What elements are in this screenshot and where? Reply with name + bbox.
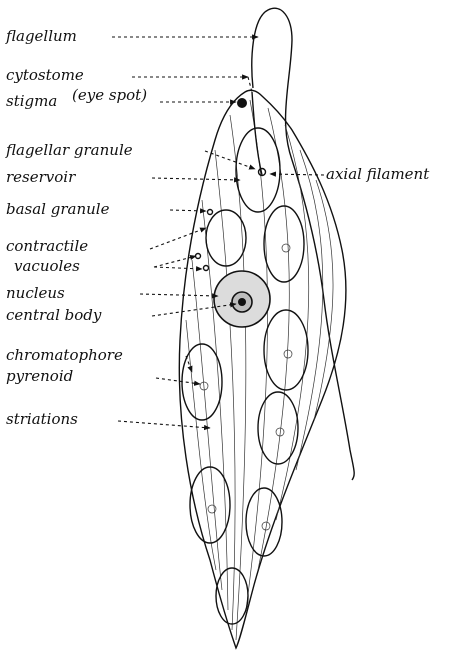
- central-body-core: [238, 298, 246, 306]
- label-vacuoles: vacuoles: [14, 257, 80, 275]
- label-central-body: central body: [6, 306, 102, 324]
- reservoir-shape: [236, 128, 280, 212]
- label-cytostome: cytostome: [6, 66, 84, 84]
- axial-filament-line: [252, 92, 262, 175]
- label-axial-filament: axial filament: [326, 165, 430, 183]
- flagellum-strand: [252, 8, 354, 480]
- basal-granule-dot: [208, 210, 213, 215]
- label-nucleus: nucleus: [6, 284, 65, 302]
- label-flagellar-granule: flagellar granule: [5, 141, 133, 159]
- label-pyrenoid: pyrenoid: [6, 367, 73, 385]
- vacuole-dot-2: [204, 266, 209, 271]
- cell-body-outline: [179, 90, 346, 648]
- label-reservoir: reservoir: [6, 168, 76, 186]
- contractile-vacuole: [206, 210, 246, 266]
- label-flagellum: flagellum: [5, 27, 77, 45]
- vacuole-dot-1: [196, 254, 201, 259]
- organism-drawing: [179, 8, 354, 648]
- label-contractile: contractile: [6, 237, 88, 255]
- striation-lines: [186, 100, 333, 640]
- label-eye-spot: (eye spot): [72, 86, 147, 104]
- label-stigma: stigma: [6, 92, 57, 110]
- label-striations: striations: [6, 410, 78, 428]
- eye-spot: [237, 98, 247, 108]
- label-basal-granule: basal granule: [6, 200, 110, 218]
- label-chromatophore: chromatophore: [6, 346, 123, 364]
